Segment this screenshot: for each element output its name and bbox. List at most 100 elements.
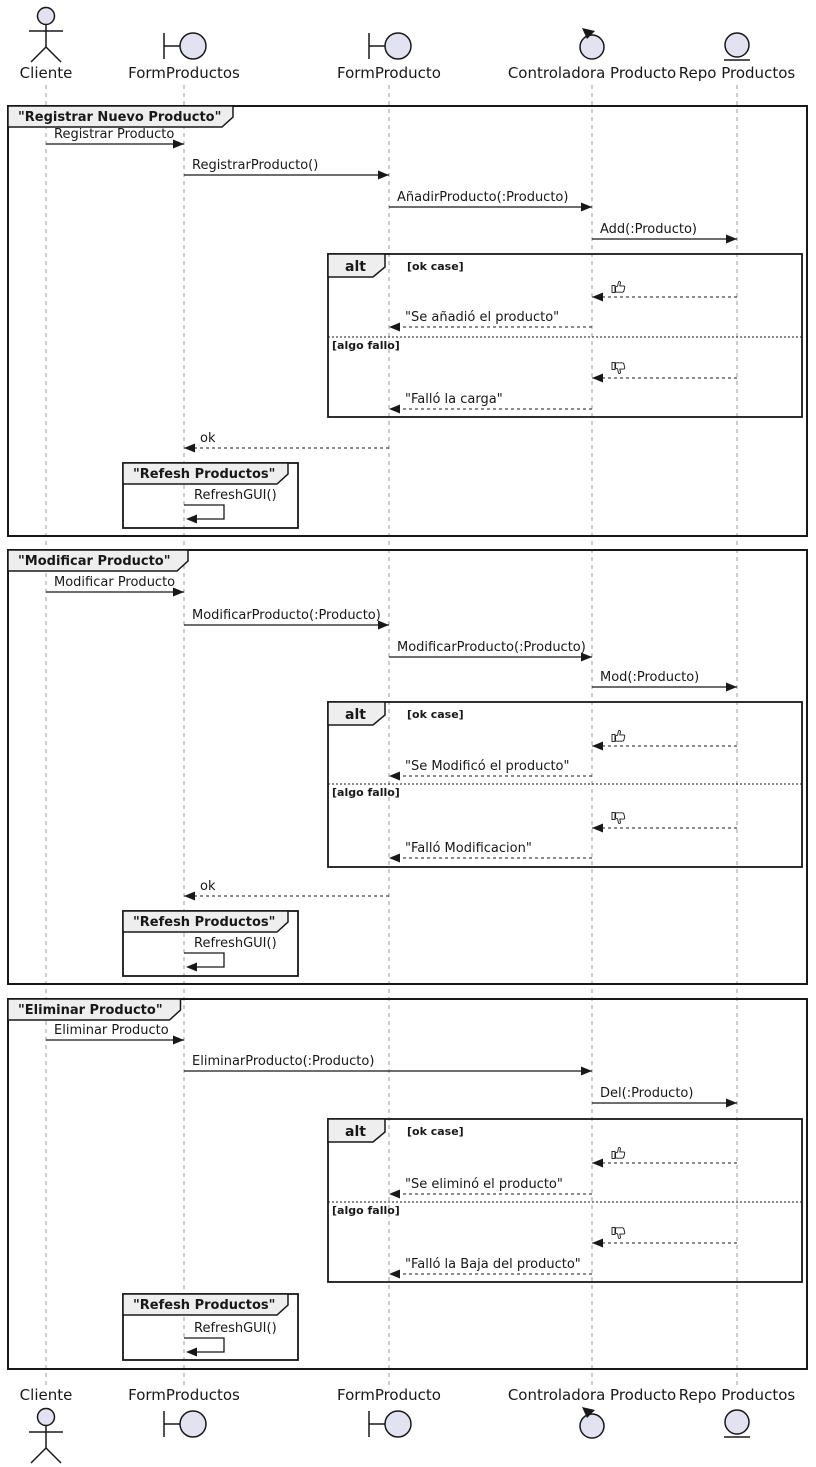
self-message-line — [184, 504, 225, 520]
message-label: "Se Modificó el producto" — [405, 759, 570, 774]
participant-label-top-repo: Repo Productos — [679, 64, 796, 82]
self-message-label: RefreshGUI() — [194, 1321, 277, 1336]
msg-0-3-arrowhead — [726, 234, 737, 244]
msg-1-3-arrowhead — [726, 682, 737, 692]
msg-1-1-arrowhead — [378, 620, 389, 630]
self-message-line — [184, 1337, 225, 1353]
msg-0-8-arrowhead — [184, 443, 195, 453]
message-label: Mod(:Producto) — [600, 670, 699, 685]
self-message-line — [184, 952, 225, 968]
msg-1-5-arrowhead — [389, 771, 400, 781]
group-frame-0 — [7, 105, 808, 537]
message-label: "Falló la Baja del producto" — [405, 1257, 581, 1272]
group-2-tab — [7, 998, 182, 1021]
msg-1-7-arrowhead — [389, 853, 400, 863]
self-message-label: RefreshGUI() — [194, 488, 277, 503]
group-2-title: "Eliminar Producto" — [18, 1003, 163, 1018]
message-label: RegistrarProducto() — [192, 158, 318, 173]
group-frame-2 — [7, 998, 808, 1370]
msg-0-0-arrowhead — [173, 139, 184, 149]
alt-pentagon-2 — [327, 1118, 386, 1143]
actor-icon — [29, 6, 63, 63]
group-0-tab — [7, 105, 234, 128]
message-label: "Se añadió el producto" — [405, 310, 559, 325]
self-message-arrowhead — [186, 962, 197, 972]
boundary-icon — [163, 1410, 207, 1438]
thumbs-down-icon — [611, 362, 626, 375]
refresh-2-title: "Refesh Productos" — [133, 1298, 275, 1313]
refresh-0-tab — [122, 462, 289, 485]
alt-guard-ok: [ok case] — [407, 708, 464, 721]
boundary-icon — [163, 32, 207, 60]
message-label: Modificar Producto — [54, 575, 175, 590]
actor-icon — [29, 1407, 63, 1464]
boundary-icon — [368, 32, 412, 60]
alt-operator-label: alt — [345, 259, 366, 275]
refresh-1-tab — [122, 910, 289, 933]
alt-guard-ok: [ok case] — [407, 260, 464, 273]
alt-operator-label: alt — [345, 707, 366, 723]
msg-2-5-arrowhead — [592, 1238, 603, 1248]
message-label: ok — [200, 879, 216, 894]
msg-1-4-arrowhead — [592, 741, 603, 751]
alt-pentagon-0 — [327, 253, 386, 278]
message-label: AñadirProducto(:Producto) — [397, 190, 568, 205]
message-label: "Falló Modificacion" — [405, 841, 532, 856]
participant-label-top-formproducto: FormProducto — [337, 64, 441, 82]
thumbs-up-icon — [611, 280, 626, 293]
message-label: "Se eliminó el producto" — [405, 1177, 563, 1192]
participant-label-top-cliente: Cliente — [20, 64, 73, 82]
boundary-icon — [368, 1410, 412, 1438]
msg-0-4-arrowhead — [592, 292, 603, 302]
message-label: ok — [200, 431, 216, 446]
participant-label-bottom-formproducto: FormProducto — [337, 1386, 441, 1404]
alt-operator-label: alt — [345, 1124, 366, 1140]
participant-label-bottom-controladora: Controladora Producto — [508, 1386, 676, 1404]
message-label: Add(:Producto) — [600, 222, 697, 237]
alt-frame-0 — [327, 253, 803, 418]
participant-label-top-controladora: Controladora Producto — [508, 64, 676, 82]
control-icon — [579, 1407, 605, 1439]
group-1-tab — [7, 549, 189, 572]
group-frame-1 — [7, 549, 808, 985]
control-icon — [579, 28, 605, 60]
participant-label-bottom-cliente: Cliente — [20, 1386, 73, 1404]
self-message-arrowhead — [186, 1347, 197, 1357]
alt-guard-fail: [algo fallo] — [332, 1204, 400, 1217]
msg-2-3-arrowhead — [592, 1158, 603, 1168]
group-1-title: "Modificar Producto" — [18, 554, 171, 569]
message-label: ModificarProducto(:Producto) — [192, 608, 381, 623]
msg-0-6-arrowhead — [592, 373, 603, 383]
alt-guard-ok: [ok case] — [407, 1125, 464, 1138]
alt-guard-fail: [algo fallo] — [332, 786, 400, 799]
participant-label-top-formproductos: FormProductos — [128, 64, 240, 82]
thumbs-down-icon — [611, 1227, 626, 1240]
msg-0-7-arrowhead — [389, 404, 400, 414]
msg-2-2-arrowhead — [726, 1098, 737, 1108]
thumbs-up-icon — [611, 729, 626, 742]
group-0-title: "Registrar Nuevo Producto" — [18, 110, 221, 125]
entity-icon — [724, 1409, 750, 1438]
refresh-2-tab — [122, 1293, 289, 1316]
message-label: "Falló la carga" — [405, 392, 503, 407]
alt-pentagon-1 — [327, 701, 386, 726]
refresh-1-title: "Refesh Productos" — [133, 915, 275, 930]
entity-icon — [724, 32, 750, 61]
alt-frame-2 — [327, 1118, 803, 1283]
alt-guard-fail: [algo fallo] — [332, 339, 400, 352]
participant-label-bottom-formproductos: FormProductos — [128, 1386, 240, 1404]
thumbs-down-icon — [611, 812, 626, 825]
message-label: Registrar Producto — [54, 127, 174, 142]
message-label: EliminarProducto(:Producto) — [192, 1054, 374, 1069]
message-label: Del(:Producto) — [600, 1086, 693, 1101]
msg-1-6-arrowhead — [592, 823, 603, 833]
msg-1-0-arrowhead — [173, 587, 184, 597]
refresh-0-title: "Refesh Productos" — [133, 467, 275, 482]
self-message-label: RefreshGUI() — [194, 936, 277, 951]
msg-1-8-arrowhead — [184, 891, 195, 901]
thumbs-up-icon — [611, 1146, 626, 1159]
message-label: ModificarProducto(:Producto) — [397, 640, 586, 655]
msg-0-2-arrowhead — [581, 202, 592, 212]
